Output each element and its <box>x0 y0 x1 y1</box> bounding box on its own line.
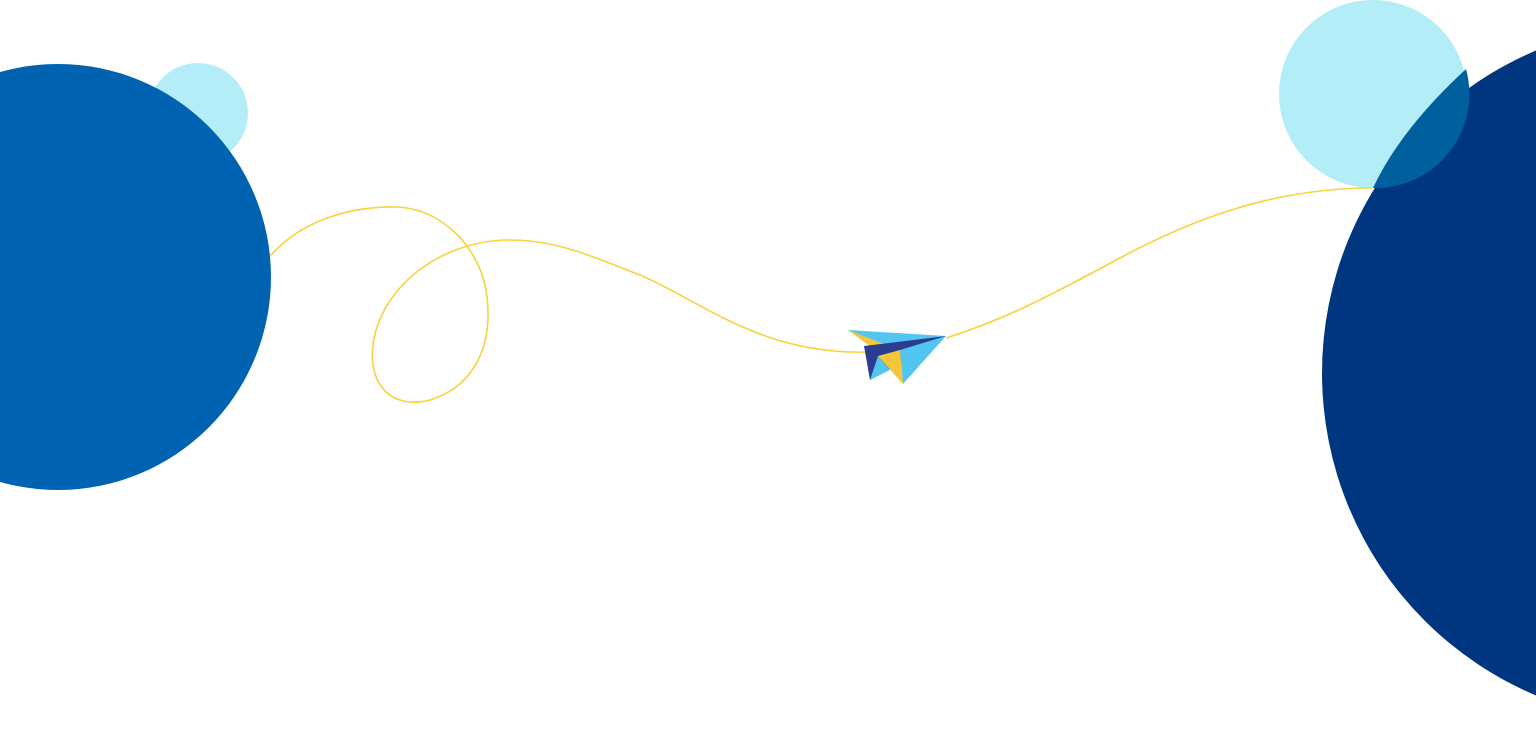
right-large-circle <box>1322 50 1536 696</box>
plane-lower-wing <box>900 336 946 384</box>
right-overlap <box>1373 69 1470 189</box>
plane-small-tip <box>870 356 890 380</box>
plane-yellow-keel <box>878 350 903 384</box>
paper-plane-icon <box>848 330 946 384</box>
flight-path <box>269 187 1373 403</box>
left-large-circle <box>0 64 271 490</box>
